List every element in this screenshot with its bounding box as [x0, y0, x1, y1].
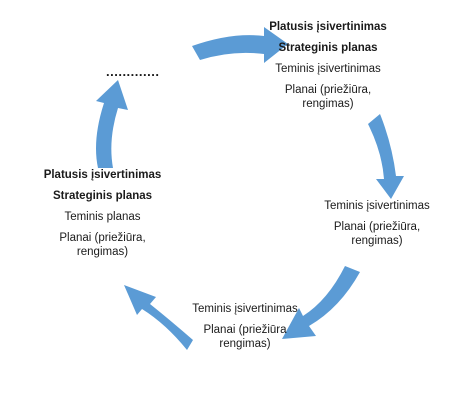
- stage-text-line: Teminis planas: [64, 211, 141, 223]
- stage-text-line: Strateginis planas: [278, 42, 378, 54]
- stage-text-line: Teminis įsivertinimas: [192, 303, 298, 315]
- stage-text-line: Platusis įsivertinimas: [43, 169, 162, 181]
- stage-text-line: Planai (priežiūra, rengimas): [333, 221, 421, 247]
- stage-line-gap: [268, 76, 388, 83]
- stage-line-gap: [40, 182, 165, 189]
- cycle-arrow-right: [368, 114, 404, 199]
- stage-line-gap: [322, 213, 432, 220]
- stage-text-line: Teminis įsivertinimas: [275, 63, 381, 75]
- stage-text-line: Planai (priežiūra, rengimas): [284, 84, 372, 110]
- cycle-arrow-bottom-left: [124, 285, 193, 350]
- stage-line-gap: [40, 224, 165, 231]
- stage-text-line: Planai (priežiūra, rengimas): [59, 232, 146, 258]
- cycle-arrow-left: [96, 80, 128, 168]
- stage-line-gap: [268, 55, 388, 62]
- stage-text-line: Teminis įsivertinimas: [324, 200, 430, 212]
- stage-text-line: Platusis įsivertinimas: [269, 21, 387, 33]
- stage-text-line: Strateginis planas: [52, 190, 153, 202]
- stage-line-gap: [268, 34, 388, 41]
- placeholder-dots: .............: [106, 64, 160, 79]
- cycle-arrow-bottom: [282, 266, 360, 339]
- cycle-arrow-top: [192, 27, 288, 63]
- stage-text-line: Planai (priežiūra rengimas): [203, 324, 287, 350]
- stage-line-gap: [190, 316, 300, 323]
- stage-line-gap: [40, 203, 165, 210]
